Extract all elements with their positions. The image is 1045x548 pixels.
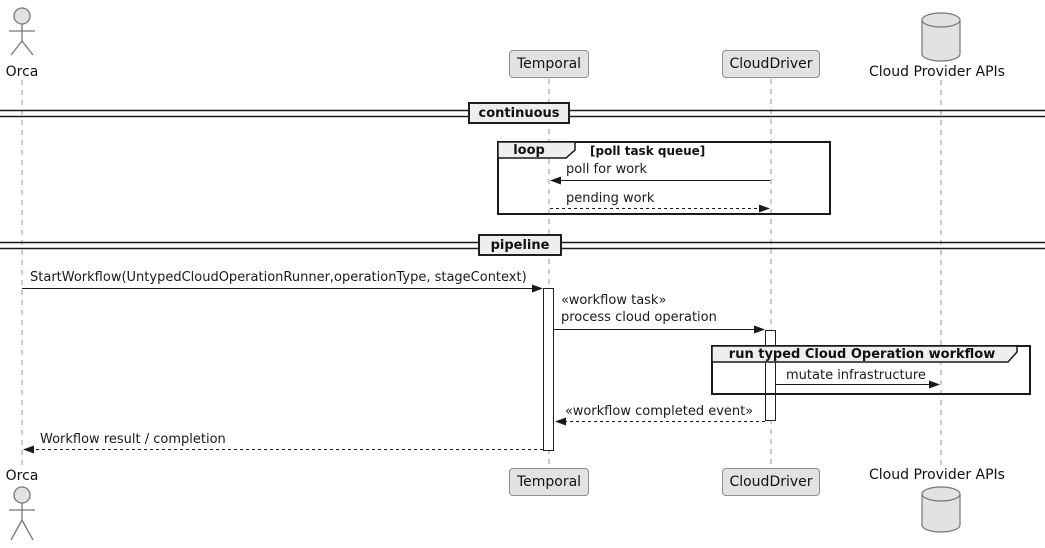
- participant-box-temporal-bottom: Temporal: [509, 468, 589, 496]
- participant-label-temporal-top: Temporal: [516, 56, 582, 72]
- group-frame-header: [711, 345, 1018, 363]
- message-mutate-infrastructure: mutate infrastructure: [786, 368, 926, 383]
- divider-pipeline: pipeline: [478, 234, 562, 256]
- divider-continuous-label: continuous: [478, 105, 560, 121]
- message-poll-for-work: poll for work: [566, 162, 648, 177]
- loop-operator-label: loop: [513, 142, 545, 158]
- message-pending-work: pending work: [566, 191, 655, 206]
- message-workflow-completed: «workflow completed event»: [565, 403, 754, 419]
- database-cylinder-icon-top: [921, 12, 961, 62]
- actor-icon-orca-bottom: [9, 486, 35, 541]
- participant-box-clouddriver-bottom: CloudDriver: [722, 468, 820, 496]
- participant-label-cloud-apis-bottom: Cloud Provider APIs: [869, 467, 1005, 483]
- message-start-workflow: StartWorkflow(UntypedCloudOperationRunne…: [30, 270, 527, 285]
- participant-label-temporal-bottom: Temporal: [516, 474, 582, 490]
- participant-box-clouddriver-top: CloudDriver: [722, 50, 820, 78]
- participant-label-orca-top: Orca: [5, 64, 39, 80]
- database-cylinder-icon-bottom: [921, 486, 961, 533]
- loop-guard-label: [poll task queue]: [590, 143, 706, 158]
- actor-icon-orca-top: [9, 7, 35, 56]
- message-workflow-task: process cloud operation: [561, 310, 717, 325]
- activation-bar-clouddriver: [765, 330, 776, 421]
- loop-frame-header: [497, 141, 576, 159]
- divider-pipeline-label: pipeline: [490, 237, 550, 253]
- message-workflow-task-stereotype: «workflow task»: [561, 293, 667, 308]
- activation-bar-temporal: [543, 288, 554, 451]
- divider-continuous: continuous: [468, 102, 570, 124]
- message-workflow-result: Workflow result / completion: [40, 432, 226, 447]
- group-frame-title: run typed Cloud Operation workflow: [728, 346, 996, 362]
- participant-label-orca-bottom: Orca: [5, 468, 39, 484]
- participant-label-clouddriver-bottom: CloudDriver: [729, 474, 813, 490]
- group-frame: [711, 345, 1031, 395]
- loop-frame: [497, 141, 831, 215]
- participant-box-temporal-top: Temporal: [509, 50, 589, 78]
- participant-label-clouddriver-top: CloudDriver: [729, 56, 813, 72]
- participant-label-cloud-apis-top: Cloud Provider APIs: [869, 64, 1005, 80]
